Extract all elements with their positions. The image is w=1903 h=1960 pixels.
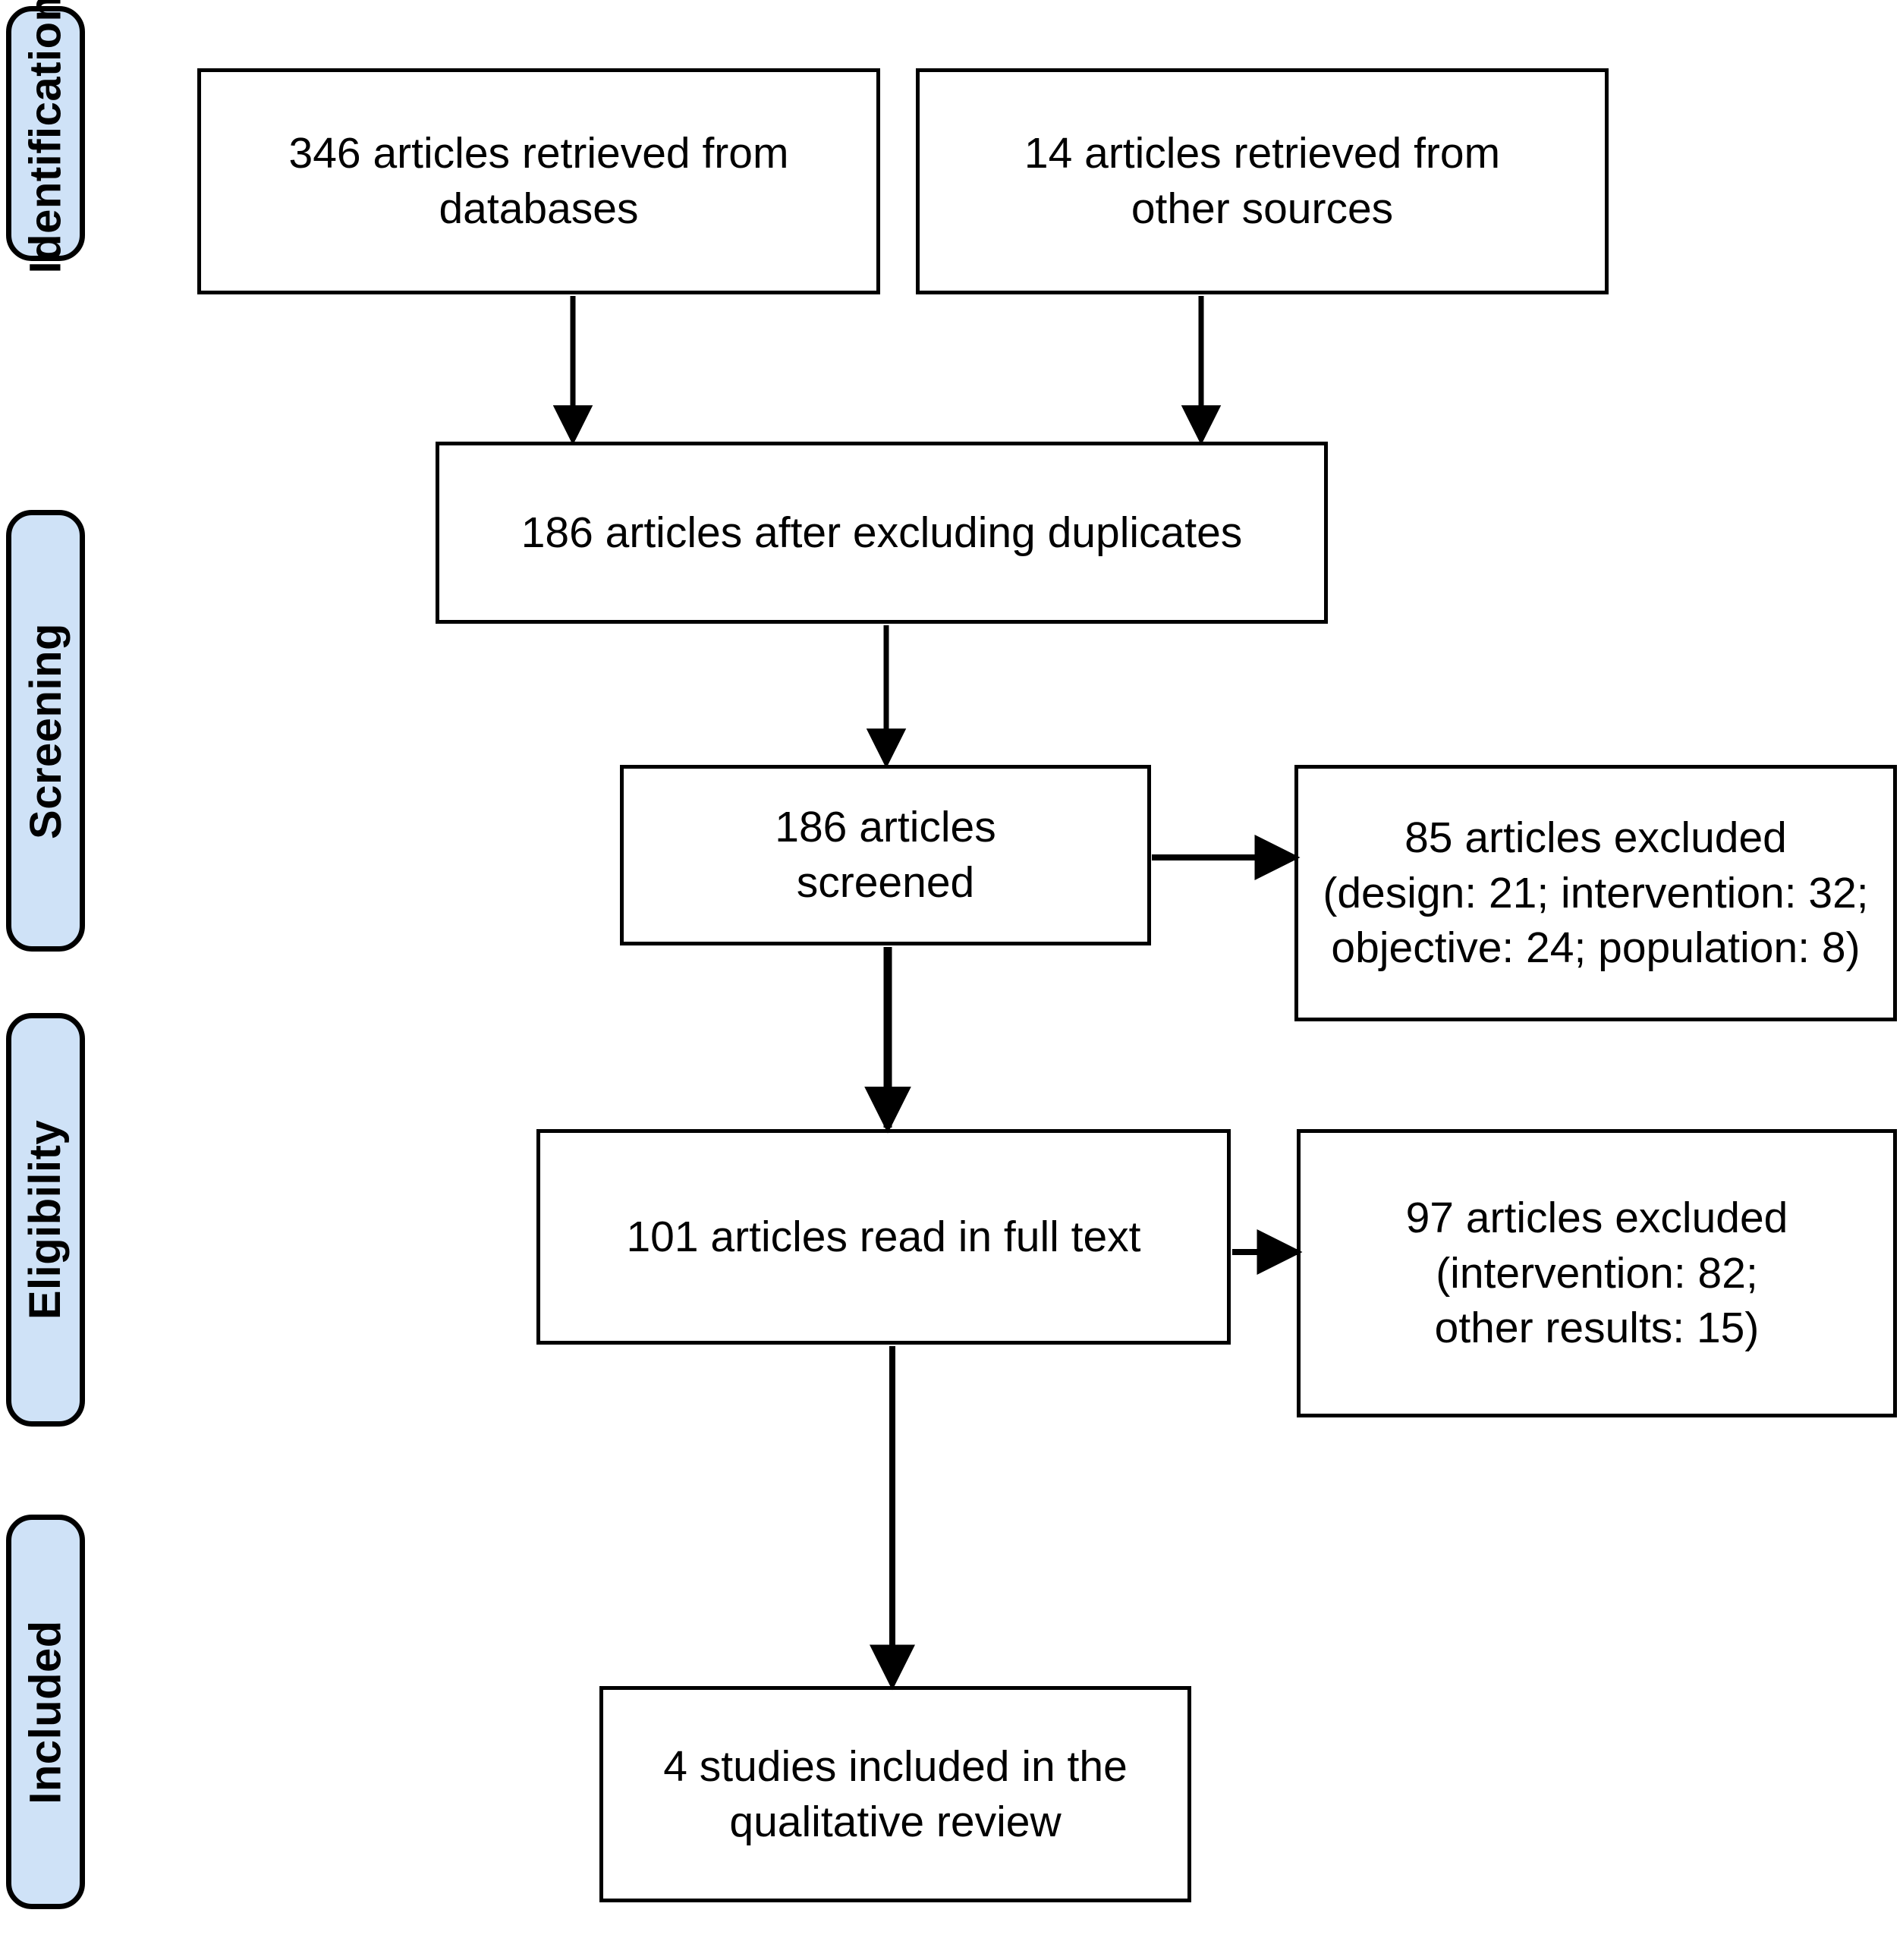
stage-pill-screening: Screening <box>6 510 85 952</box>
stage-label-screening: Screening <box>20 622 71 839</box>
box-full-text-assessed: 101 articles read in full text <box>536 1129 1231 1345</box>
box-full-text-assessed-text: 101 articles read in full text <box>626 1212 1141 1261</box>
stage-label-eligibility: Eligibility <box>20 1119 71 1320</box>
stage-pill-included: Included <box>6 1515 85 1909</box>
box-records-excluded-text: 85 articles excluded (design: 21; interv… <box>1323 813 1869 973</box>
box-records-screened-text: 186 articles screened <box>775 803 996 907</box>
stage-label-identification: Identification <box>20 0 71 273</box>
box-records-from-other-sources: 14 articles retrieved from other sources <box>916 68 1609 294</box>
stage-pill-identification: Identification <box>6 0 85 273</box>
box-records-from-databases-text: 346 articles retrieved from databases <box>288 129 789 233</box>
box-studies-included-text: 4 studies included in the qualitative re… <box>663 1741 1128 1846</box>
box-records-screened: 186 articles screened <box>620 765 1151 945</box>
box-after-duplicates-removed: 186 articles after excluding duplicates <box>436 442 1328 624</box>
box-studies-included: 4 studies included in the qualitative re… <box>599 1686 1191 1902</box>
stage-label-included: Included <box>20 1619 71 1804</box>
box-records-excluded: 85 articles excluded (design: 21; interv… <box>1294 765 1897 1021</box>
box-after-duplicates-removed-text: 186 articles after excluding duplicates <box>521 508 1243 557</box>
box-full-text-excluded-text: 97 articles excluded (intervention: 82; … <box>1405 1193 1788 1353</box>
box-records-from-databases: 346 articles retrieved from databases <box>197 68 880 294</box>
box-full-text-excluded: 97 articles excluded (intervention: 82; … <box>1297 1129 1897 1417</box>
stage-pill-eligibility: Eligibility <box>6 1013 85 1427</box>
box-records-from-other-sources-text: 14 articles retrieved from other sources <box>1024 129 1501 233</box>
